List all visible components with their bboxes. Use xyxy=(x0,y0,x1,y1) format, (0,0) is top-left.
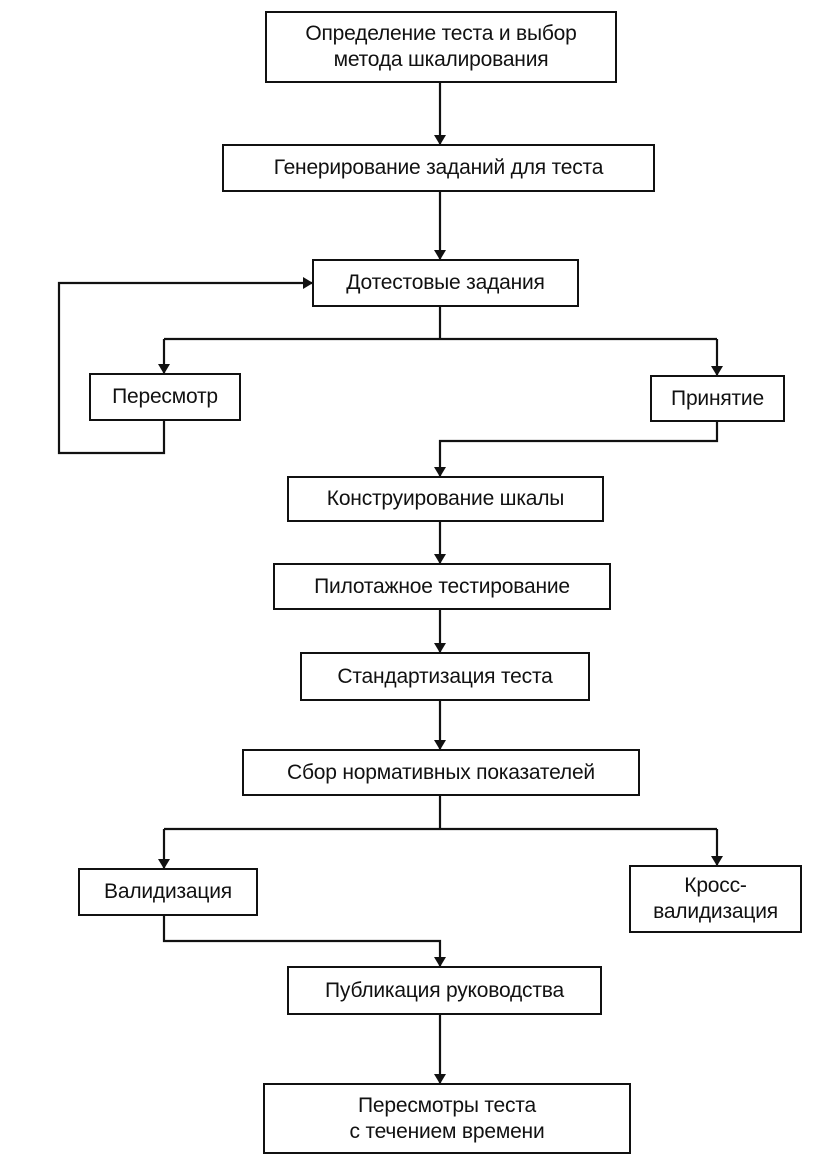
node-norms-collection: Сбор нормативных показателей xyxy=(242,749,640,796)
node-revision-label: Пересмотр xyxy=(112,385,218,408)
node-define-test: Определение теста и выбор метода шкалиро… xyxy=(265,11,617,83)
node-generate-items-label: Генерирование заданий для теста xyxy=(273,156,604,179)
arrow-acceptance-to-scale xyxy=(434,422,719,477)
node-manual-publication-label: Публикация руководства xyxy=(325,978,564,1002)
node-define-test-label: Определение теста и выбор метода шкалиро… xyxy=(305,22,577,71)
node-acceptance-label: Принятие xyxy=(671,386,764,410)
node-pilot-testing: Пилотажное тестирование xyxy=(273,563,611,610)
node-pretest-items-label: Дотестовые задания xyxy=(346,271,545,294)
node-scale-construction-label: Конструирование шкалы xyxy=(326,487,565,510)
node-test-revisions-label: Пересмотры теста с течением времени xyxy=(349,1093,545,1143)
node-test-revisions: Пересмотры теста с течением времени xyxy=(263,1083,631,1154)
node-cross-validation: Кросс- валидизация xyxy=(629,865,802,933)
node-validation-label: Валидизация xyxy=(104,880,232,903)
node-scale-construction: Конструирование шкалы xyxy=(287,476,604,522)
arrow-validation-to-publication xyxy=(162,916,446,967)
node-standardization-label: Стандартизация теста xyxy=(337,664,553,688)
node-pilot-testing-label: Пилотажное тестирование xyxy=(314,574,570,598)
node-acceptance: Принятие xyxy=(650,375,785,422)
node-cross-validation-label: Кросс- валидизация xyxy=(653,874,778,923)
node-generate-items: Генерирование заданий для теста xyxy=(222,144,655,192)
node-revision: Пересмотр xyxy=(89,373,241,421)
node-pretest-items: Дотестовые задания xyxy=(312,259,579,307)
node-validation: Валидизация xyxy=(78,868,258,916)
node-standardization: Стандартизация теста xyxy=(300,652,590,701)
node-norms-collection-label: Сбор нормативных показателей xyxy=(287,760,595,784)
arrow-revision-loop-to-pretest xyxy=(57,277,313,455)
node-manual-publication: Публикация руководства xyxy=(287,966,602,1015)
